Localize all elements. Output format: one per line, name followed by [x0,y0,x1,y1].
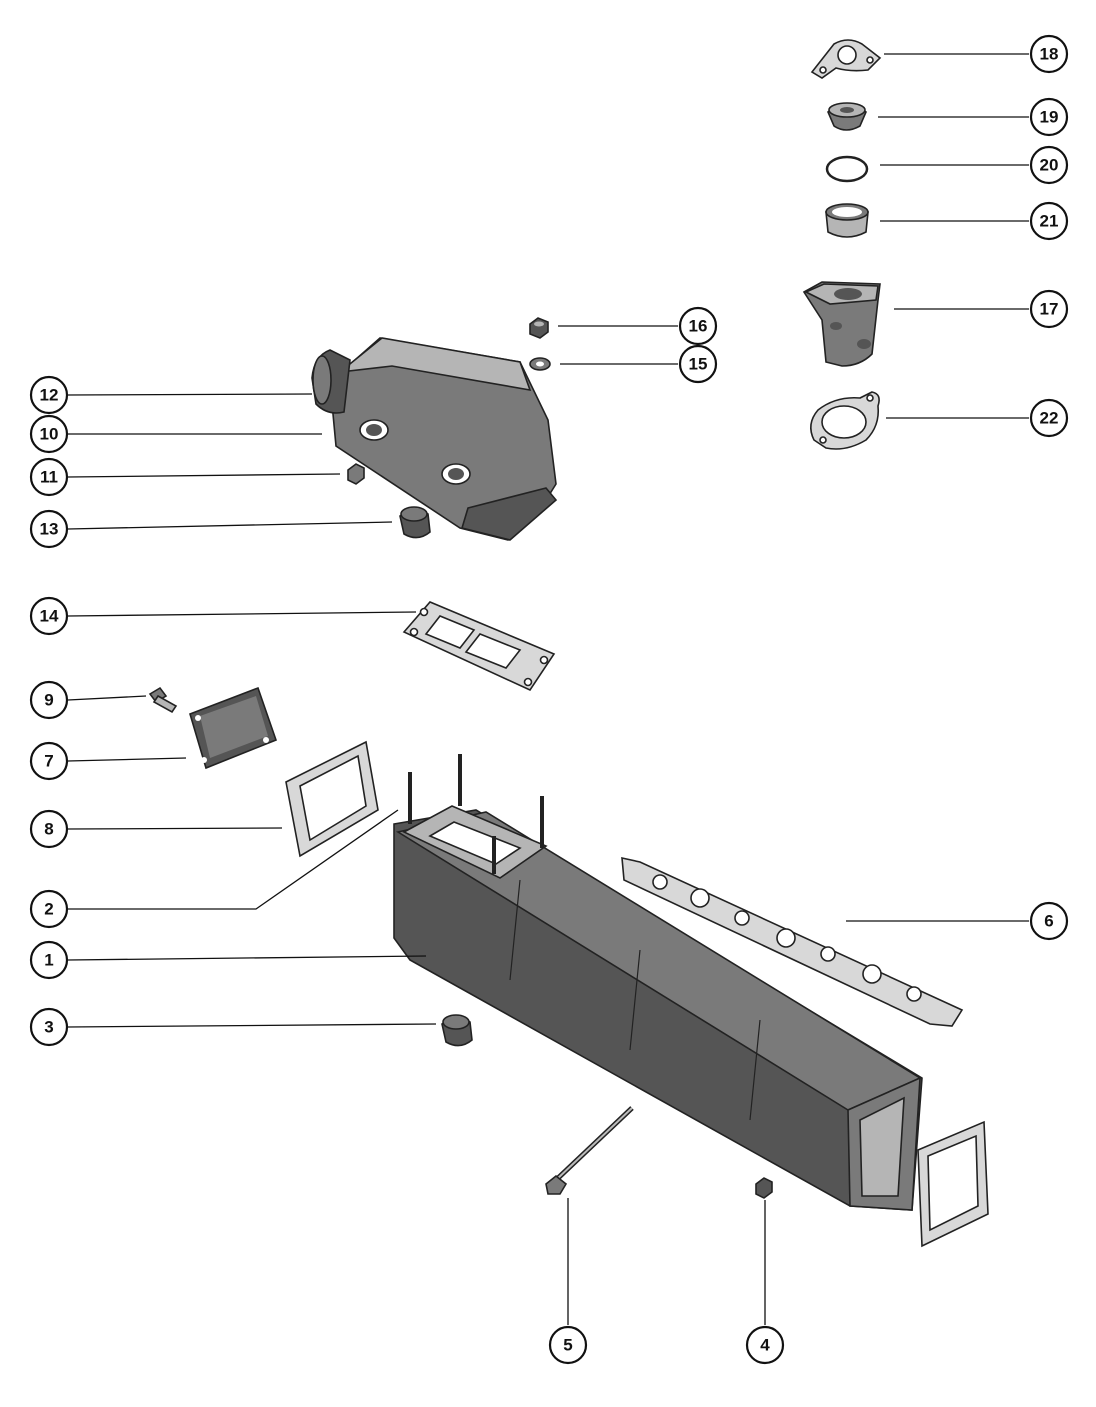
part-18-gasket [810,39,882,79]
part-3-plug [441,1014,473,1047]
callout-7-label: 7 [44,752,53,771]
callout-3: 3 [29,1007,69,1047]
callout-2-label: 2 [44,900,53,919]
callout-12: 12 [29,375,69,415]
part-9-screw [148,686,178,714]
callout-7: 7 [29,741,69,781]
callout-15: 15 [678,344,718,384]
part-20-o-ring [825,155,869,183]
callout-8: 8 [29,809,69,849]
part-21-sleeve [825,203,869,238]
callout-10: 10 [29,414,69,454]
part-22-gasket [810,391,880,450]
callout-10-label: 10 [40,425,59,444]
callout-14: 14 [29,596,69,636]
callout-8-label: 8 [44,820,53,839]
callout-9: 9 [29,680,69,720]
callout-22: 22 [1029,398,1069,438]
part-7-cover-plate [189,686,278,770]
callout-3-label: 3 [44,1018,53,1037]
callout-19: 19 [1029,97,1069,137]
callout-17: 17 [1029,289,1069,329]
callout-5: 5 [548,1325,588,1365]
part-12-exhaust-elbow [311,337,558,541]
callout-11: 11 [29,457,69,497]
part-15-washer [529,357,551,371]
part-1-exhaust-manifold [393,754,923,1211]
part-17-thermostat-housing [802,281,881,367]
leader-lines [67,53,1029,1325]
callout-5-label: 5 [563,1336,572,1355]
callout-12-label: 12 [40,386,59,405]
part-5-bolt [545,1106,634,1195]
callout-18-label: 18 [1040,45,1059,64]
part-4-nut [755,1177,773,1199]
callout-20-label: 20 [1040,156,1059,175]
callout-1-label: 1 [44,951,53,970]
callout-17-label: 17 [1040,300,1059,319]
part-11-plug [347,463,365,485]
callout-20: 20 [1029,145,1069,185]
part-19-thermostat [827,102,867,131]
callout-18: 18 [1029,34,1069,74]
callout-1: 1 [29,940,69,980]
part-6-manifold-gasket [621,856,964,1027]
part-8-gasket [285,740,379,858]
callout-2: 2 [29,889,69,929]
callout-14-label: 14 [40,607,59,626]
part-14-gasket [402,601,556,692]
callout-4-label: 4 [760,1336,770,1355]
end-plate-gasket [917,1120,989,1248]
callout-6-label: 6 [1044,912,1053,931]
callout-6: 6 [1029,901,1069,941]
callout-9-label: 9 [44,691,53,710]
callout-16: 16 [678,306,718,346]
callout-15-label: 15 [689,355,708,374]
callout-4: 4 [745,1325,785,1365]
part-16-nut [529,317,549,339]
part-13-plug [399,506,431,539]
callout-21-label: 21 [1040,212,1059,231]
callout-13: 13 [29,509,69,549]
callout-13-label: 13 [40,520,59,539]
callout-21: 21 [1029,201,1069,241]
callout-11-label: 11 [40,468,58,487]
callout-22-label: 22 [1040,409,1059,428]
callout-19-label: 19 [1040,108,1059,127]
callout-16-label: 16 [689,317,708,336]
